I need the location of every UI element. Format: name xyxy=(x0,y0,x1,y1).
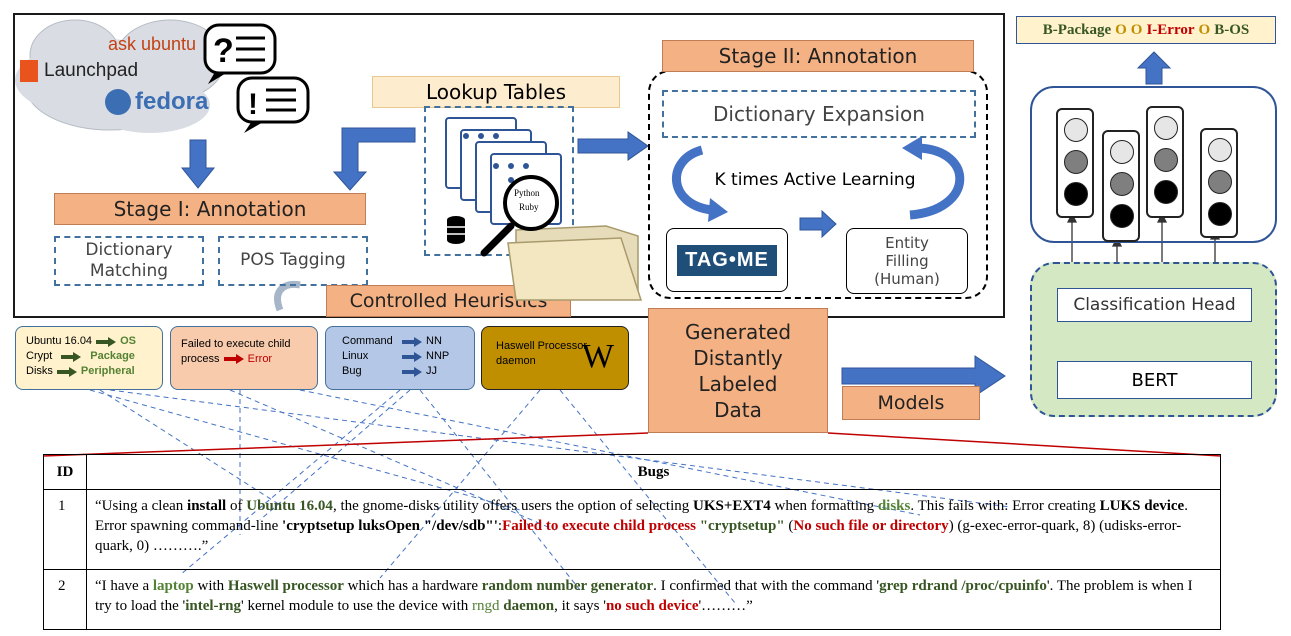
dictionary-expansion-box: Dictionary Expansion xyxy=(662,90,976,138)
example-row-jj: Bug JJ xyxy=(342,365,437,377)
green-arrow-icon xyxy=(96,336,117,347)
entity-filling-box[interactable]: Entity Filling (Human) xyxy=(846,228,968,294)
green-arrow-icon xyxy=(56,366,77,377)
question-bubble-icon: ? xyxy=(203,23,277,84)
pos-tagging-box: POS Tagging xyxy=(218,236,368,286)
active-learning-label: K times Active Learning xyxy=(714,170,916,190)
magnifier-icon xyxy=(480,175,559,257)
example-box-error: Failed to execute child process Error xyxy=(170,326,318,390)
arrow-lookup-to-stage2 xyxy=(577,131,649,161)
table-row: 1 “Using a clean install of Ubuntu 16.04… xyxy=(43,489,1221,570)
tag-o-3: O xyxy=(1198,21,1211,38)
id-header: ID xyxy=(43,454,87,490)
magnifier-text-ruby: Ruby xyxy=(519,202,539,212)
fedora-logo: fedora xyxy=(105,88,208,116)
arrow-model-to-output xyxy=(1136,51,1172,85)
blue-arrow-icon xyxy=(402,351,422,362)
table-row: 2 “I have a laptop with Haswell processo… xyxy=(43,569,1221,630)
stage1-title: Stage I: Annotation xyxy=(54,193,366,225)
arrow-lookup-to-stage1 xyxy=(332,127,416,191)
generated-data-box: Generated Distantly Labeled Data xyxy=(648,308,828,433)
blue-arrow-icon xyxy=(402,366,422,377)
row-id: 2 xyxy=(43,569,87,630)
launchpad-icon xyxy=(20,60,38,82)
tagme-box[interactable]: TAG•ME xyxy=(666,228,788,292)
output-tags-box: B-Package O O I-Error O B-OS xyxy=(1016,16,1276,44)
fedora-icon xyxy=(105,89,131,115)
svg-text:!: ! xyxy=(248,88,258,121)
example-row-peripheral: Disks Peripheral xyxy=(26,365,135,377)
bert-box: BERT xyxy=(1057,361,1252,399)
magnifier-text-python: Python xyxy=(514,188,540,198)
wikipedia-logo: W xyxy=(581,338,614,375)
example-row-os: Ubuntu 16.04 OS xyxy=(26,335,136,347)
traffic-light-1 xyxy=(1056,108,1094,218)
stage2-title: Stage II: Annotation xyxy=(662,40,974,72)
tag-lights-frame xyxy=(1030,86,1277,243)
blue-arrow-icon xyxy=(402,336,422,347)
tag-b-os: B-OS xyxy=(1214,21,1250,38)
traffic-light-4 xyxy=(1200,128,1238,238)
example-row-package: Crypt Package xyxy=(26,350,135,362)
example-row-nnp: Linux NNP xyxy=(342,350,450,362)
tag-i-error: I-Error xyxy=(1146,21,1195,38)
tag-b-package: B-Package xyxy=(1042,21,1112,38)
lookup-tables-title: Lookup Tables xyxy=(372,76,620,108)
example-box-wikipedia: Haswell Processor daemon W xyxy=(481,326,629,390)
lookup-tables-illustration: Python Ruby xyxy=(424,106,643,301)
active-learning-left-arrow xyxy=(672,145,713,215)
green-arrow-icon xyxy=(61,351,82,362)
example-row-nn: Command NN xyxy=(342,335,442,347)
tag-o-2: O xyxy=(1130,21,1143,38)
database-icon xyxy=(447,216,465,244)
row-id: 1 xyxy=(43,489,87,570)
exclamation-bubble-icon: ! xyxy=(236,76,310,133)
arrow-models-to-bert xyxy=(841,355,1006,397)
example-box-entities: Ubuntu 16.04 OS Crypt Package Disks Peri… xyxy=(15,326,163,390)
askubuntu-logo: ask ubuntu xyxy=(108,34,197,54)
pipeline-frame xyxy=(13,13,1005,318)
cloud-shape xyxy=(15,19,226,133)
launchpad-logo: Launchpad xyxy=(20,60,138,82)
classification-head-box: Classification Head xyxy=(1057,288,1252,322)
svg-text:?: ? xyxy=(213,32,234,70)
active-learning-right-arrow xyxy=(909,143,965,220)
bug-table: ID Bugs 1 “Using a clean install of Ubun… xyxy=(43,454,1221,630)
row-text: “Using a clean install of Ubuntu 16.04, … xyxy=(86,489,1221,570)
traffic-light-3 xyxy=(1146,106,1184,218)
table-header-row: ID Bugs xyxy=(43,454,1221,490)
bugs-header: Bugs xyxy=(86,454,1221,490)
dictionary-matching-box: Dictionary Matching xyxy=(54,236,204,286)
red-arrow-icon xyxy=(223,354,244,365)
tag-o-1: O xyxy=(1115,21,1127,38)
tagme-logo: TAG•ME xyxy=(677,244,777,276)
example-box-pos: Command NN Linux NNP Bug JJ xyxy=(325,326,475,390)
arrow-tagme-to-entity xyxy=(799,209,837,239)
traffic-light-2 xyxy=(1102,130,1140,242)
arrow-cloud-to-stage1 xyxy=(180,139,216,189)
models-title: Models xyxy=(842,386,980,420)
row-text: “I have a laptop with Haswell processor … xyxy=(86,569,1221,630)
folder-icon xyxy=(507,225,643,301)
